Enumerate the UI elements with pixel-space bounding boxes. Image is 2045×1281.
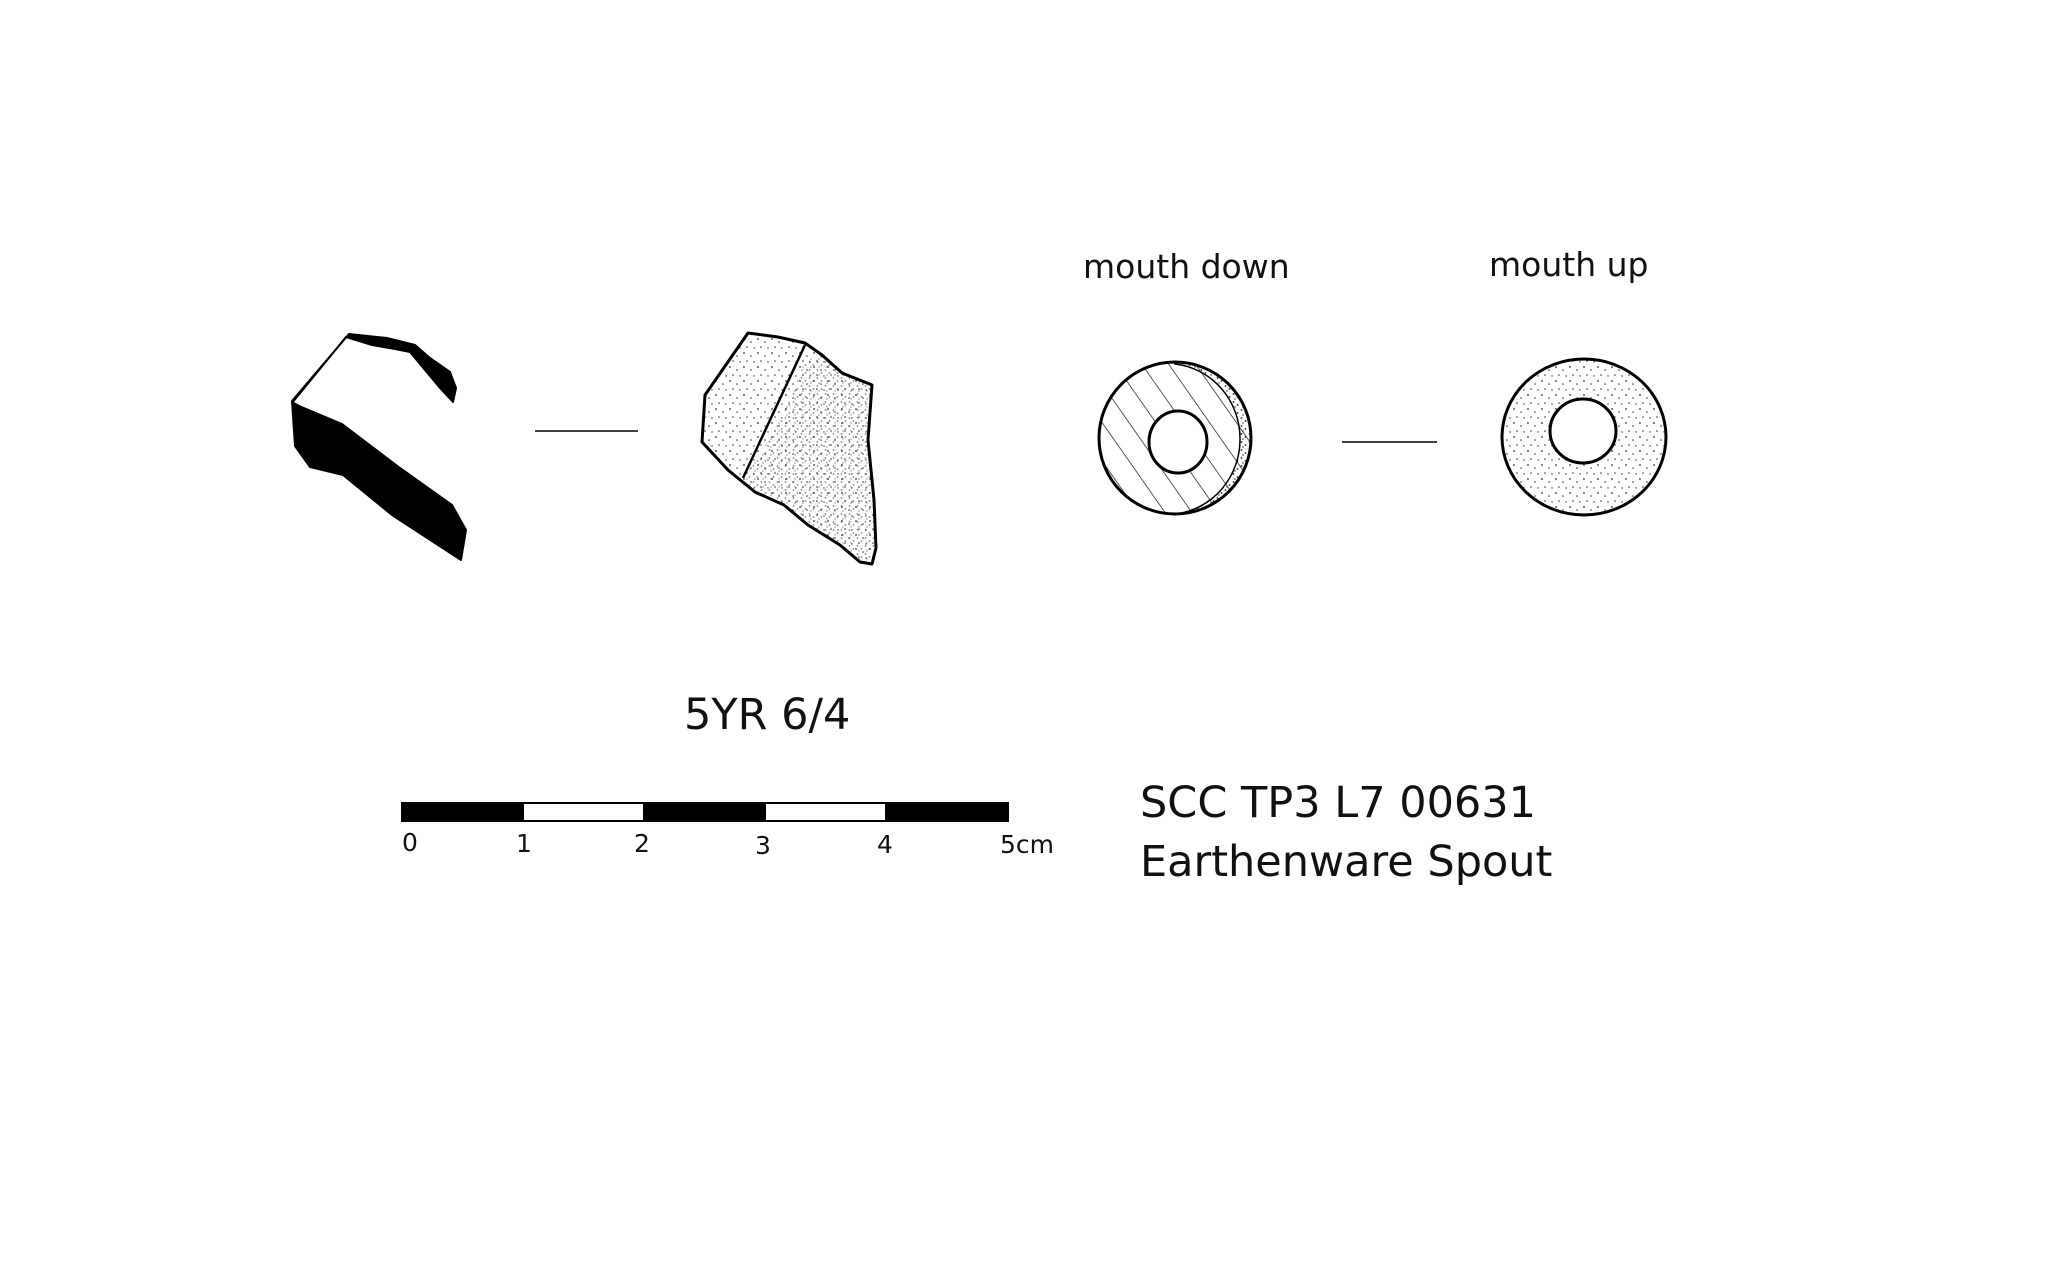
mouth-up-view xyxy=(1500,357,1668,517)
mouth-down-side-shadow xyxy=(1174,361,1252,515)
mouth-up-label: mouth up xyxy=(1489,245,1649,284)
scale-tick-label: 2 xyxy=(634,829,650,858)
scale-tick-label: 4 xyxy=(877,830,893,859)
mouth-down-view xyxy=(1097,360,1253,516)
scale-segment xyxy=(885,802,1009,822)
scale-tick-label: 5cm xyxy=(1000,830,1055,859)
mouth-down-bore xyxy=(1147,409,1209,475)
scale-tick-label: 1 xyxy=(516,829,532,858)
scale-bar xyxy=(401,802,1009,822)
profile-section-solid-wedge xyxy=(292,401,463,559)
scale-segment xyxy=(401,802,524,822)
artifact-description: Earthenware Spout xyxy=(1140,837,1553,887)
exterior-view xyxy=(700,331,878,566)
profile-section-view xyxy=(291,333,467,561)
scale-tick-label: 0 xyxy=(402,828,418,857)
mouth-down-label: mouth down xyxy=(1083,247,1290,286)
exterior-lower-shading xyxy=(743,355,876,564)
scale-tick-label: 3 xyxy=(755,831,771,860)
scale-segment xyxy=(643,802,766,822)
munsell-color-label: 5YR 6/4 xyxy=(684,690,851,740)
catalog-number: SCC TP3 L7 00631 xyxy=(1140,778,1537,828)
mouth-up-bore xyxy=(1548,397,1618,465)
exterior-rim-line xyxy=(741,344,807,479)
scale-segment xyxy=(764,802,887,822)
scale-segment xyxy=(522,802,645,822)
